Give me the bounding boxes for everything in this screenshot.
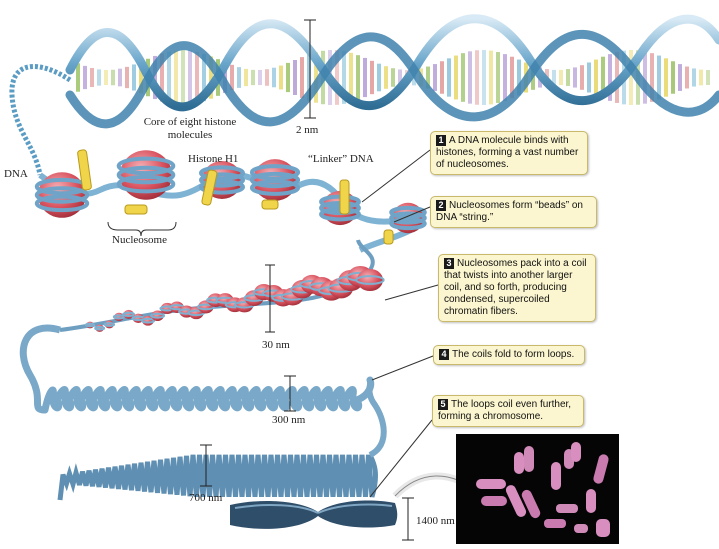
step-3-text: Nucleosomes pack into a coil that twists… (444, 258, 587, 317)
micrograph-chromosomes (476, 442, 610, 537)
dna-wrap (116, 156, 176, 176)
fiber-nucleosome (357, 268, 383, 292)
fiber-wrap (84, 322, 96, 328)
fiber-wrap (196, 303, 215, 311)
chromosome-micrograph (456, 434, 619, 544)
scale-bar-1400nm (402, 497, 414, 541)
dna-wrap (116, 165, 176, 185)
dna-wrap (116, 174, 176, 194)
scale-label-1400nm: 1400 nm (416, 515, 455, 527)
supercoil-700nm (57, 377, 387, 501)
dna-wrap (249, 171, 301, 189)
scale-bar-30nm (265, 264, 275, 333)
histone-h1-label: Histone H1 (188, 153, 239, 165)
dna-wrap (389, 205, 427, 219)
scale-bar-300nm (284, 375, 296, 412)
scale-bar-700nm (200, 444, 212, 487)
fiber-wrap (112, 314, 126, 320)
fiber-wrap (94, 325, 106, 331)
step-2-number: 2 (436, 200, 446, 211)
dna-label: DNA (4, 168, 28, 180)
dna-wrap (34, 194, 90, 213)
nucleosome-bracket (107, 221, 177, 237)
chromosome (230, 500, 398, 529)
nucleosome-label: Nucleosome (112, 234, 167, 246)
step-2-text: Nucleosomes form “beads” on DNA “string.… (436, 200, 583, 223)
step-4-number: 4 (439, 349, 449, 360)
fiber-wrap (140, 317, 156, 324)
step-4-text: The coils fold to form loops. (452, 349, 575, 360)
looped-fiber-300nm (19, 324, 375, 414)
step-1-text: A DNA molecule binds with histones, form… (436, 135, 579, 170)
scale-label-2nm: 2 nm (296, 124, 319, 136)
dna-double-helix (9, 14, 719, 176)
scale-label-700nm: 700 nm (189, 492, 223, 504)
scale-bar-2nm (304, 19, 316, 119)
dna-wrap (199, 172, 245, 188)
dna-wrap (249, 164, 301, 181)
dna-wrap (199, 179, 245, 195)
callout-leaders (361, 149, 439, 498)
dna-wrap (389, 211, 427, 225)
dna-wrap (389, 217, 427, 231)
step-1-number: 1 (436, 135, 446, 146)
core-histone-label: Core of eight histone molecules (143, 116, 237, 141)
fiber-wrap (355, 275, 385, 285)
fiber-wrap (122, 311, 136, 317)
linker-dna-label: “Linker” DNA (308, 153, 374, 165)
fiber-nucleosome (151, 310, 164, 321)
dna-wrap (249, 179, 301, 196)
step-5-text: The loops coil even further, forming a c… (438, 399, 572, 422)
dna-wrap (34, 186, 90, 204)
step-5-number: 5 (438, 399, 448, 410)
dna-wrap (199, 165, 245, 181)
beads-on-string (34, 149, 427, 253)
scale-label-30nm: 30 nm (262, 339, 290, 351)
chromatin-fiber-30nm (59, 239, 385, 332)
fiber-wrap (103, 322, 116, 327)
step-3-number: 3 (444, 258, 454, 269)
scale-label-300nm: 300 nm (272, 414, 306, 426)
fiber-wrap (150, 312, 166, 319)
